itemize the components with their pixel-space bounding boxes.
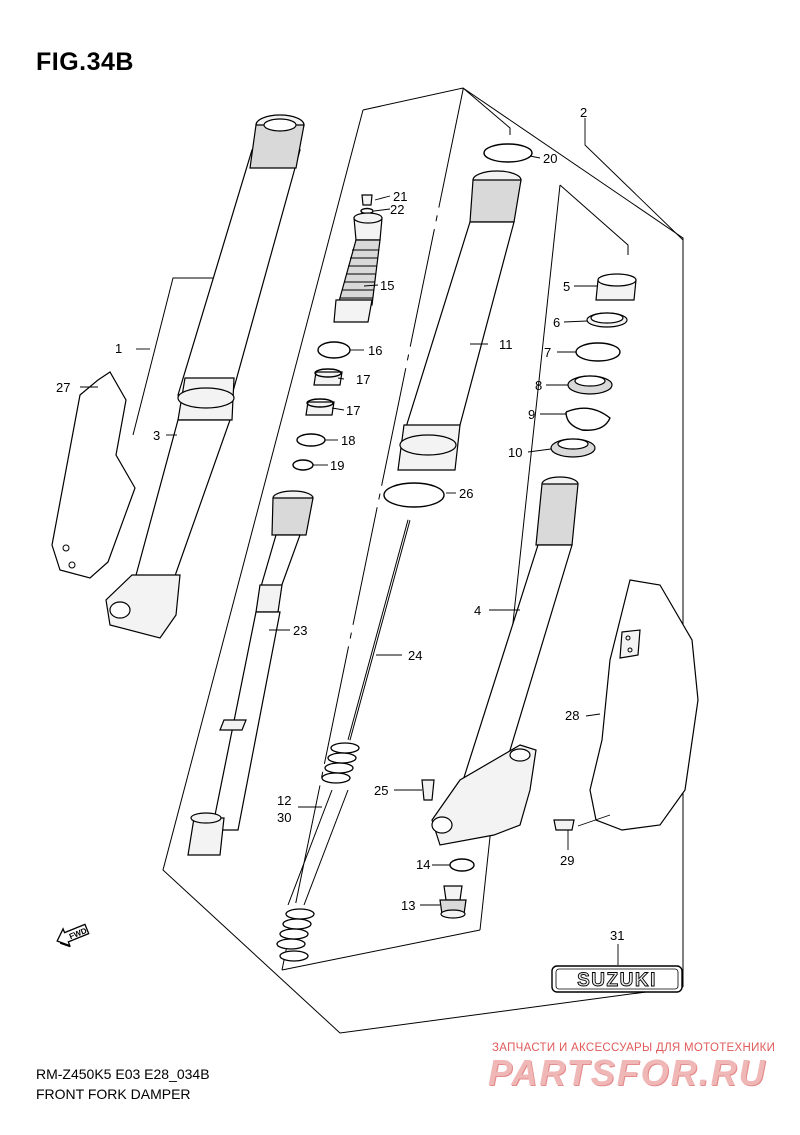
ring-20: [483, 143, 533, 163]
callout-9: 9: [528, 407, 535, 422]
callout-28: 28: [565, 708, 579, 723]
callout-16: 16: [368, 343, 382, 358]
cup-17b: [305, 401, 335, 416]
callout-7: 7: [544, 345, 551, 360]
callout-5: 5: [563, 279, 570, 294]
left-fork-guard: [51, 371, 136, 579]
callout-4: 4: [474, 603, 481, 618]
callout-17b: 17: [346, 403, 360, 418]
callout-11: 11: [499, 337, 513, 352]
callout-25: 25: [374, 783, 388, 798]
model-code: RM-Z450K5 E03 E28_034B: [36, 1066, 210, 1082]
washer-14: [449, 858, 475, 872]
callout-21: 21: [393, 189, 407, 204]
damper-rod-assembly: [187, 490, 314, 856]
callouts: 1 2 3 4 5 6 7 8 9 10 11 12 30 13 14 15 1…: [56, 105, 624, 943]
callout-30: 30: [277, 810, 291, 825]
bleed-bolt: [421, 779, 435, 801]
watermark-tagline: ЗАПЧАСТИ И АКСЕССУАРЫ ДЛЯ МОТОТЕХНИКИ: [492, 1042, 776, 1054]
callout-23: 23: [293, 623, 307, 638]
callout-15: 15: [380, 278, 394, 293]
callout-26: 26: [459, 486, 473, 501]
base-valve: [439, 885, 467, 919]
suzuki-emblem: SUZUKI: [551, 965, 683, 993]
fwd-label: FWD: [68, 926, 88, 941]
inner-tube: [397, 170, 522, 471]
leader-lines: [80, 118, 684, 965]
seals-bushings: [550, 273, 637, 458]
damper-cartridge: [333, 212, 383, 323]
fwd-arrow-icon: FWD: [56, 923, 90, 948]
bolt-washer: [360, 194, 374, 215]
callout-31: 31: [610, 928, 624, 943]
callout-13: 13: [401, 898, 415, 913]
figure-name: FRONT FORK DAMPER: [36, 1086, 191, 1102]
ring-16: [317, 341, 351, 359]
cup-17a: [313, 371, 343, 386]
callout-20: 20: [543, 151, 557, 166]
callout-22: 22: [390, 202, 404, 217]
fork-spring: [276, 742, 360, 962]
callout-17a: 17: [356, 372, 370, 387]
oring-26: [383, 482, 445, 508]
callout-18: 18: [341, 433, 355, 448]
right-fork-guard: [589, 579, 699, 831]
ring-19: [292, 459, 314, 471]
callout-8: 8: [535, 378, 542, 393]
callout-19: 19: [330, 458, 344, 473]
callout-3: 3: [153, 428, 160, 443]
emblem-text: SUZUKI: [577, 970, 657, 991]
ring-18: [296, 433, 326, 447]
callout-2: 2: [580, 105, 587, 120]
assembly-outline: [132, 87, 684, 1034]
callout-6: 6: [553, 315, 560, 330]
outer-tube-assembly: [105, 114, 305, 639]
callout-14: 14: [416, 857, 430, 872]
callout-10: 10: [508, 445, 522, 460]
callout-24: 24: [408, 648, 422, 663]
guard-bolt: [553, 819, 575, 831]
callout-29: 29: [560, 853, 574, 868]
callout-27: 27: [56, 380, 70, 395]
push-rod: [347, 519, 411, 741]
callout-12: 12: [277, 793, 291, 808]
figure-title: FIG.34B: [36, 48, 134, 76]
outer-leg: [431, 476, 579, 846]
callout-1: 1: [115, 341, 122, 356]
watermark-brand: PARTSFOR.RU: [488, 1052, 767, 1093]
